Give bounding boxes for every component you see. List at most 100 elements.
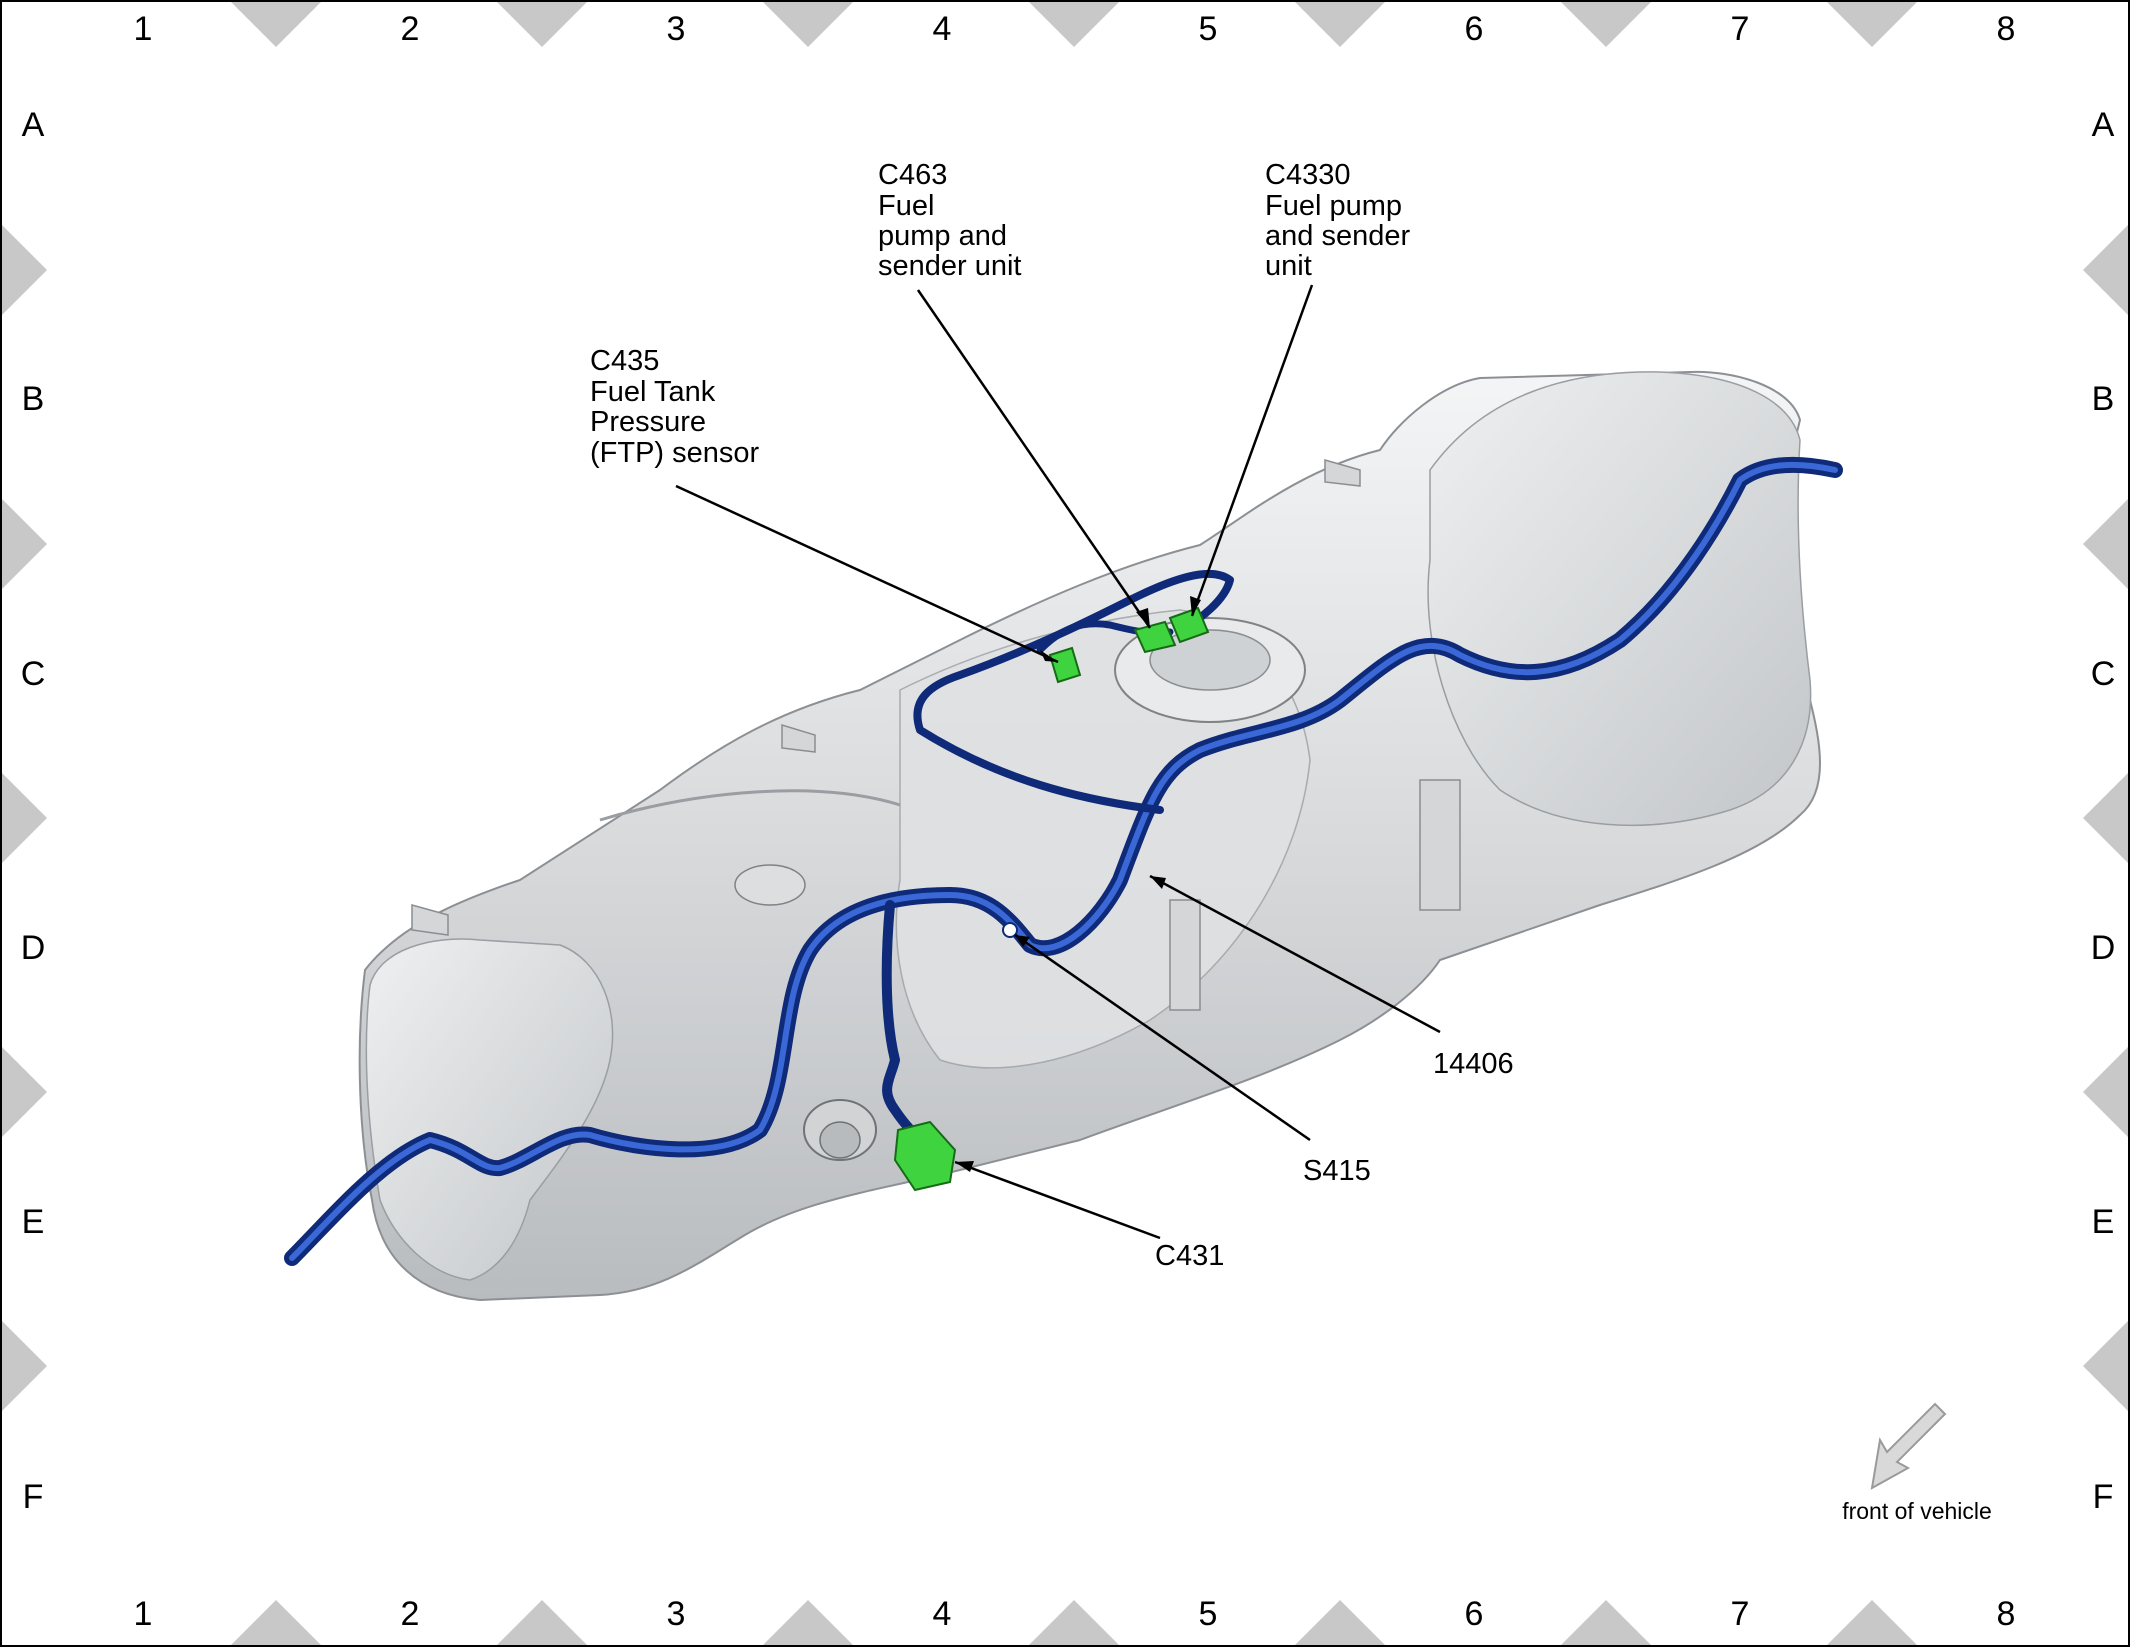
- grid-col-label: 6: [1465, 10, 1484, 48]
- front-of-vehicle-label: front of vehicle: [1842, 1498, 1992, 1524]
- callout-c463-line: C463: [878, 159, 947, 191]
- callout-c4330-line: C4330: [1265, 159, 1350, 191]
- harness-pump-loop: [913, 569, 1234, 814]
- callout-c4330-line: and sender: [1265, 220, 1410, 252]
- grid-col-label: 7: [1731, 1595, 1750, 1633]
- leader-c4330: [1190, 284, 1314, 617]
- grid-row-label: E: [22, 1203, 45, 1241]
- grid-col-label: 1: [134, 1595, 153, 1633]
- callout-c435: C435 Fuel Tank Pressure (FTP) sensor: [590, 345, 760, 469]
- tank-strap: [599, 789, 901, 822]
- grid-row-label: A: [22, 106, 45, 144]
- grid-marker-triangle: [1561, 1600, 1651, 1645]
- grid-marker-triangle: [1029, 1600, 1119, 1645]
- leader-c435: [675, 484, 1059, 664]
- grid-col-label: 8: [1997, 10, 2016, 48]
- callout-14406: 14406: [1433, 1048, 1514, 1080]
- grid-marker-triangle: [1295, 1600, 1385, 1645]
- callout-c435-line: (FTP) sensor: [590, 437, 760, 469]
- leader-14406: [1149, 874, 1441, 1034]
- leader-s415: [1014, 933, 1311, 1142]
- grid-row-labels-left: A B C D E F: [21, 106, 46, 1516]
- grid-row-label: B: [2092, 380, 2115, 418]
- grid-marker-triangle: [231, 1600, 321, 1645]
- arrowhead: [1190, 596, 1201, 616]
- leader-lines: [675, 284, 1441, 1240]
- arrowhead: [1015, 935, 1030, 947]
- grid-column-labels-bottom: 1 2 3 4 5 6 7 8: [134, 1595, 2016, 1633]
- grid-col-label: 3: [667, 10, 686, 48]
- grid-col-label: 2: [401, 1595, 420, 1633]
- grid-col-label: 6: [1465, 1595, 1484, 1633]
- arrowhead: [1136, 608, 1150, 628]
- connector-c431: [893, 1120, 957, 1192]
- grid-marker-triangle: [2083, 1321, 2128, 1411]
- grid-marker-triangle: [1827, 1600, 1917, 1645]
- grid-marker-triangle: [2083, 773, 2128, 863]
- harness-branch-c431: [881, 900, 930, 1150]
- grid-marker-triangle: [763, 1600, 853, 1645]
- grid-col-label: 8: [1997, 1595, 2016, 1633]
- callout-c435-line: Pressure: [590, 406, 706, 438]
- grid-row-label: F: [2093, 1478, 2114, 1516]
- mounting-bracket: [1169, 899, 1201, 1011]
- grid-row-label: D: [2091, 929, 2116, 967]
- callout-c4330: C4330 Fuel pump and sender unit: [1265, 159, 1410, 282]
- grid-row-label: F: [23, 1478, 44, 1516]
- grid-marker-triangle: [1029, 2, 1119, 47]
- harness-main-run-highlight: [289, 461, 1838, 1261]
- grid-row-labels-right: A B C D E F: [2091, 106, 2116, 1516]
- grid-marker-triangle: [2083, 225, 2128, 315]
- grid-marker-triangle: [1295, 2, 1385, 47]
- grid-marker-triangle: [2083, 499, 2128, 589]
- callout-c4330-line: unit: [1265, 250, 1312, 282]
- connector-c435: [1048, 646, 1082, 684]
- grid-marker-triangle: [763, 2, 853, 47]
- callout-c435-line: Fuel Tank: [590, 376, 716, 408]
- grid-marker-triangle: [2083, 1047, 2128, 1137]
- grid-col-label: 2: [401, 10, 420, 48]
- callout-s415: S415: [1303, 1155, 1371, 1187]
- grid-col-label: 5: [1199, 1595, 1218, 1633]
- fuel-tank-mid-section: [895, 609, 1311, 1069]
- grid-marker-triangle: [231, 2, 321, 47]
- leader-arrowheads: [955, 596, 1201, 1172]
- leader-c431: [954, 1160, 1161, 1240]
- harness-14406: [284, 456, 1843, 1266]
- grid-col-label: 3: [667, 1595, 686, 1633]
- arrowhead: [1150, 876, 1166, 889]
- grid-row-label: E: [2092, 1203, 2115, 1241]
- vent-valve: [734, 864, 806, 906]
- grid-marker-triangle: [497, 2, 587, 47]
- mounting-stud: [411, 904, 449, 936]
- callout-c463-line: sender unit: [878, 250, 1022, 282]
- fuel-tank-rear-lobe: [1427, 371, 1812, 826]
- front-of-vehicle-indicator: front of vehicle: [1842, 1402, 1992, 1524]
- grid-marker-triangle: [2, 499, 47, 589]
- grid-column-labels-top: 1 2 3 4 5 6 7 8: [134, 10, 2016, 48]
- fuel-pump-module-inner: [1149, 629, 1271, 691]
- grid-row-label: D: [21, 929, 46, 967]
- filler-neck-inner: [819, 1121, 861, 1159]
- grid-col-label: 7: [1731, 10, 1750, 48]
- callout-c435-line: C435: [590, 345, 659, 377]
- grid-marker-triangle: [2, 1321, 47, 1411]
- grid-marker-triangle: [2, 1047, 47, 1137]
- grid-row-label: C: [2091, 655, 2116, 693]
- connectors: [893, 606, 1210, 1192]
- grid-row-label: A: [2092, 106, 2115, 144]
- grid-marker-triangle: [1827, 2, 1917, 47]
- grid-row-label: C: [21, 655, 46, 693]
- arrowhead: [955, 1161, 974, 1172]
- splice-s415-marker: [1002, 922, 1018, 938]
- callout-c463-line: Fuel: [878, 190, 934, 222]
- grid-marker-triangle: [1561, 2, 1651, 47]
- grid-col-label: 4: [933, 10, 952, 48]
- grid-marker-triangle: [497, 1600, 587, 1645]
- mounting-bracket: [1419, 779, 1461, 911]
- grid-row-label: B: [22, 380, 45, 418]
- arrowhead: [1040, 650, 1058, 662]
- grid-marker-triangle: [2, 225, 47, 315]
